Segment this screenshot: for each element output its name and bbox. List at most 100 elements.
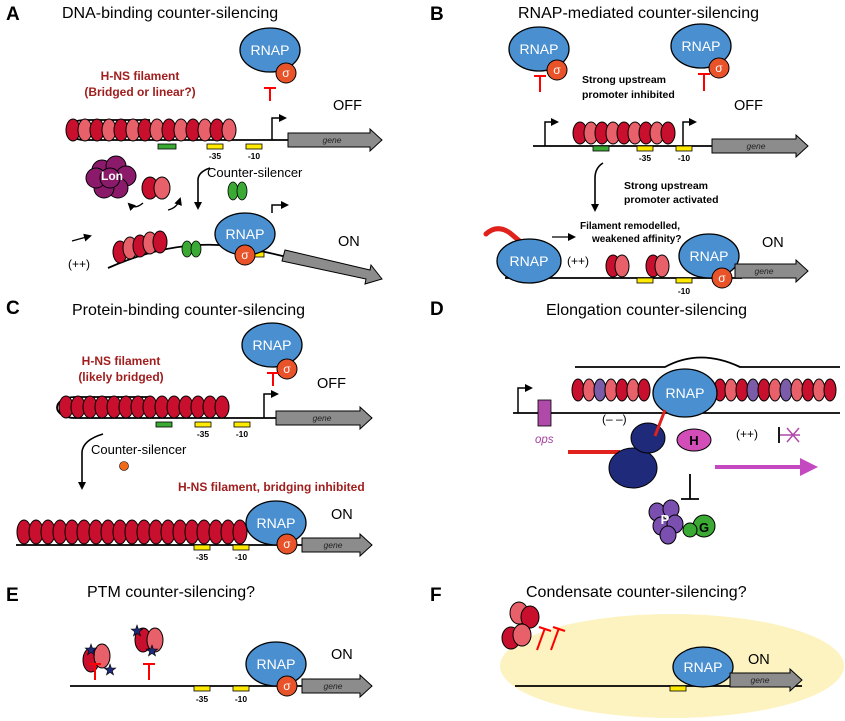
rnap-blob: [239, 27, 301, 73]
sigma-label: σ: [283, 537, 291, 551]
hns-filament-bridging-inhibited: [16, 519, 248, 545]
gene-label: gene: [323, 135, 342, 145]
note-upstream-inhibited-2: promoter inhibited: [582, 89, 675, 101]
hns-filament-label: H-NS filament: [101, 69, 180, 83]
repression-bar: [534, 75, 546, 92]
elongation-factor-large: [608, 447, 658, 489]
green-binding-site: [157, 143, 177, 150]
gene-arrow-on: [734, 258, 809, 284]
minus10-box: [675, 145, 693, 152]
off-label: OFF: [333, 98, 362, 114]
minus10-label: -10: [236, 429, 249, 439]
sigma-factor: [711, 267, 733, 289]
minus10-box-on: [675, 277, 693, 284]
hns-protomer: [801, 378, 815, 402]
counter-silencer-subunit: [190, 240, 202, 258]
repression-bar: [264, 87, 276, 101]
supercoil-arrow: [71, 233, 92, 242]
panel-b-letter: B: [430, 4, 444, 25]
panel-e: E PTM counter-silencing? -35 -10 RNAP σ …: [6, 584, 373, 704]
panel-b: B RNAP-mediated counter-silencing RNAP σ…: [430, 4, 809, 296]
hns-protomer: [615, 378, 629, 402]
upstream-promoter-arrow: [544, 118, 559, 146]
minus35-label: -35: [196, 552, 209, 562]
g-label: G: [699, 520, 709, 535]
ops-element: [537, 399, 552, 427]
hns-protomer: [746, 378, 760, 402]
blocked-terminator-icon: [778, 427, 800, 443]
on-label: ON: [331, 647, 353, 663]
ptm-star-icon: [145, 644, 159, 657]
hns-protomer: [654, 254, 670, 278]
degradation-arrow: [127, 202, 144, 212]
hns-protomer: [626, 378, 640, 402]
hns-filament: [571, 378, 837, 402]
on-label: ON: [762, 235, 784, 251]
rnap-free: RNAP σ: [239, 27, 301, 101]
downstream-promoter-arrow: [682, 118, 697, 146]
hns-protomer: [779, 378, 793, 402]
gene-arrow: [275, 405, 373, 431]
condensate-droplet: [500, 614, 844, 718]
rnap-label: RNAP: [690, 248, 729, 264]
transition-arrow: [78, 433, 104, 490]
rnap-downstream: RNAP σ: [670, 23, 732, 91]
sigma-label: σ: [282, 66, 290, 80]
panel-a-letter: A: [6, 4, 20, 25]
negative-supercoil-label: (– –): [602, 412, 627, 426]
panel-d-letter: D: [430, 299, 444, 320]
note-upstream-activated: Strong upstream: [624, 180, 708, 192]
lon-subunit: [99, 167, 121, 189]
green-binding-site: [592, 145, 610, 152]
sigma-label: σ: [283, 362, 291, 376]
rnap-bound: [245, 500, 307, 546]
hns-protomer: [614, 254, 630, 278]
minus35-box: [194, 421, 212, 428]
bridging-inhibited-note: H-NS filament, bridging inhibited: [178, 480, 365, 494]
hns-filament: [572, 121, 676, 145]
rnap-label: RNAP: [666, 385, 705, 401]
minus35-label: -35: [197, 429, 210, 439]
rnap-label: RNAP: [251, 42, 290, 58]
transition-arrow: [194, 167, 211, 210]
minus35-label: -35: [196, 694, 209, 704]
hns-filament-sublabel: (Bridged or linear?): [84, 85, 195, 99]
counter-silencer-label: Counter-silencer: [207, 165, 303, 180]
hns-protomer: [735, 378, 749, 402]
dna-loop: [56, 396, 170, 419]
gene-arrow-on: [281, 249, 383, 285]
minus35-label: -35: [639, 153, 652, 163]
supercoil-label: (++): [68, 257, 90, 271]
gene-arrow: [287, 127, 383, 153]
panel-c-letter: C: [6, 298, 20, 319]
sigma-factor: [276, 533, 298, 555]
hns-protomer: [790, 378, 804, 402]
minus10-box: [245, 143, 263, 150]
rnap-label: RNAP: [510, 253, 549, 269]
rnap-bound: [672, 646, 734, 688]
minus10-label: -10: [235, 552, 248, 562]
gene-arrow: [711, 133, 809, 159]
rnap-label: RNAP: [684, 659, 723, 675]
sigma-label: σ: [283, 679, 291, 693]
gene-label: gene: [324, 681, 343, 691]
minus10-label: -10: [235, 694, 248, 704]
h-label: H: [689, 433, 698, 448]
transition-arrow: [591, 162, 604, 212]
panel-e-title: PTM counter-silencing?: [87, 584, 255, 601]
panel-c: C Protein-binding counter-silencing H-NS…: [6, 298, 373, 562]
repression-bar: [143, 663, 155, 680]
lon-label: Lon: [101, 169, 123, 183]
note-upstream-inhibited: Strong upstream: [582, 74, 666, 86]
sigma-factor: [708, 57, 730, 79]
gene-arrow: [729, 667, 803, 693]
rnap-elongating: [652, 368, 718, 418]
hns-protomer: [812, 378, 826, 402]
gene-label: gene: [751, 675, 770, 685]
minus35-box: [193, 685, 211, 692]
rnap-label: RNAP: [253, 337, 292, 353]
sigma-label: σ: [715, 61, 723, 75]
minus10-label: -10: [678, 286, 691, 296]
hns-protomer: [214, 395, 230, 419]
repression-bar: [550, 626, 566, 651]
